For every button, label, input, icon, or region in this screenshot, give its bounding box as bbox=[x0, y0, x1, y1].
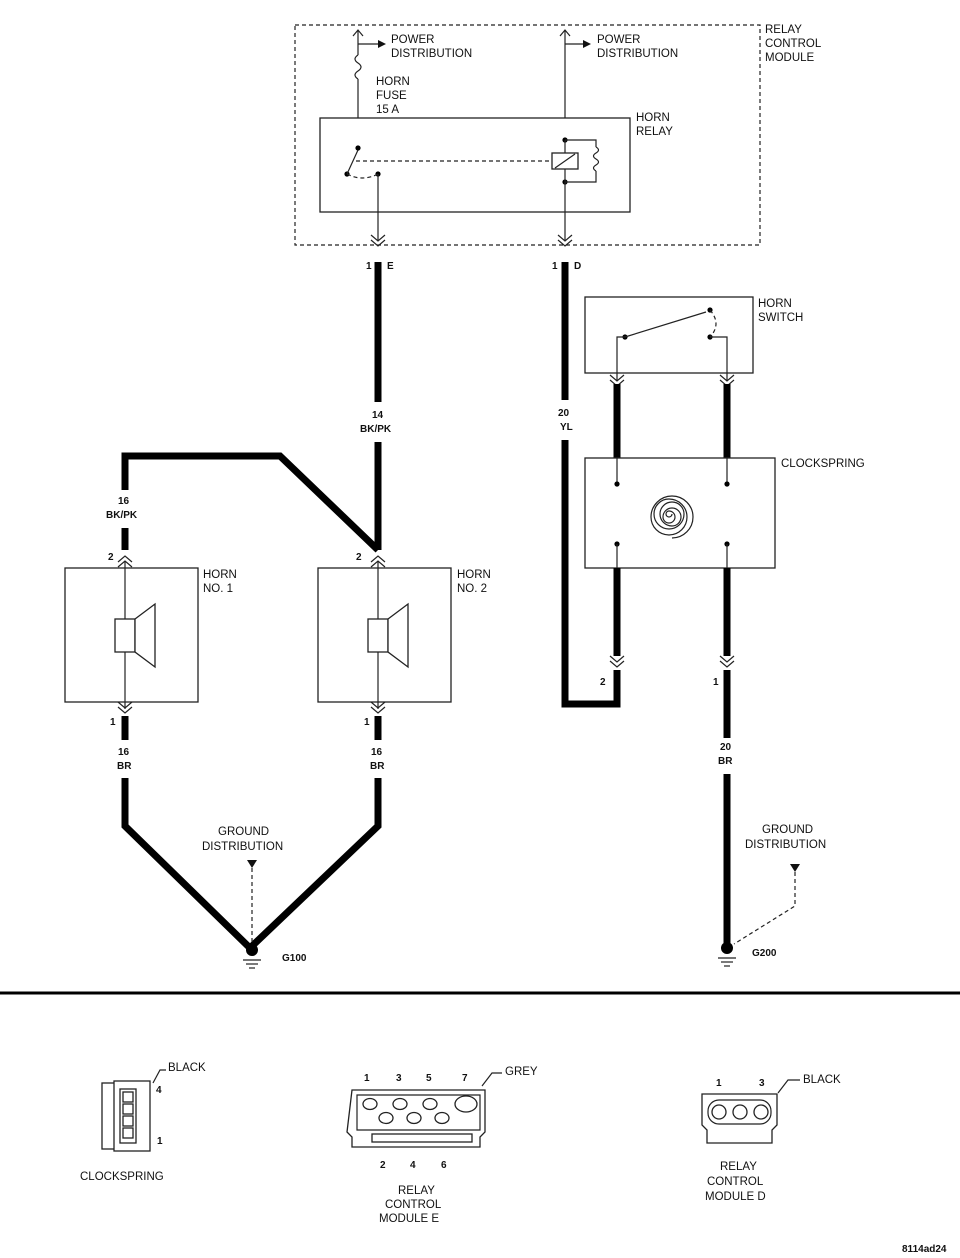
rcm-d-conn-color: BLACK bbox=[803, 1074, 841, 1086]
rcm-e-top-pin-3: 3 bbox=[396, 1073, 402, 1084]
wire-20-br: 20 BR bbox=[718, 670, 733, 946]
horn-relay-label-2: RELAY bbox=[636, 126, 673, 138]
horn-relay-switch-contacts bbox=[344, 145, 552, 240]
horn-1-pin-bottom: 1 bbox=[110, 717, 116, 728]
clockspring-conn-name: CLOCKSPRING bbox=[80, 1171, 164, 1183]
horn-switch-label-1: HORN bbox=[758, 298, 792, 310]
wire-16-br-2-gauge: 16 bbox=[371, 747, 383, 758]
rcm-e-letter: E bbox=[387, 261, 394, 272]
ground-dist-1-line1: GROUND bbox=[218, 826, 269, 838]
wire-20-br-gauge: 20 bbox=[720, 742, 732, 753]
g100-label: G100 bbox=[282, 953, 307, 964]
wire-20-yl-color: YL bbox=[560, 422, 573, 433]
horn-1-label-1: HORN bbox=[203, 569, 237, 581]
horn-2-speaker-icon bbox=[367, 602, 409, 669]
rcm-e-conn-color: GREY bbox=[505, 1066, 538, 1078]
horn-switch-connectors bbox=[609, 374, 735, 387]
rcm-d-top-pin-1: 1 bbox=[716, 1078, 722, 1089]
ground-g100: GROUND DISTRIBUTION G100 bbox=[202, 826, 307, 969]
ground-dist-2-line1: GROUND bbox=[762, 824, 813, 836]
horn-fuse-label-2: FUSE bbox=[376, 90, 407, 102]
rcm-e-bottom-pin-6: 6 bbox=[441, 1160, 447, 1171]
rcm-e-pin: 1 bbox=[366, 261, 372, 272]
relay-control-module-boundary bbox=[294, 24, 761, 246]
rcm-d-top-pin-3: 3 bbox=[759, 1078, 765, 1089]
rcm-e-top-pin-1: 1 bbox=[364, 1073, 370, 1084]
power-distribution-left: POWER DISTRIBUTION bbox=[352, 29, 472, 60]
wire-20-br-color: BR bbox=[718, 756, 733, 767]
figure-code: 8114ad24 bbox=[902, 1244, 947, 1255]
rcm-e-bottom-pin-4: 4 bbox=[410, 1160, 416, 1171]
horn-relay-label-1: HORN bbox=[636, 112, 670, 124]
wire-14-color: BK/PK bbox=[360, 424, 392, 435]
rcm-label-3: MODULE bbox=[765, 52, 815, 64]
wire-16-br-horn2: 16 BR bbox=[247, 716, 385, 951]
rcm-e-connector-view: 1 3 5 7 GREY 2 4 6 RELAY CONTROL MODULE … bbox=[346, 1066, 538, 1225]
horn-1-speaker-icon bbox=[114, 602, 156, 669]
g200-label: G200 bbox=[752, 948, 777, 959]
rcm-connector-d: 1 D bbox=[552, 234, 581, 272]
wire-16-bkpk-color: BK/PK bbox=[106, 510, 138, 521]
rcm-label-2: CONTROL bbox=[765, 38, 822, 50]
ground-dist-1-line2: DISTRIBUTION bbox=[202, 841, 283, 853]
wire-14-gauge: 14 bbox=[372, 410, 384, 421]
rcm-e-name-1: RELAY bbox=[398, 1185, 435, 1197]
wire-16-bkpk: 16 BK/PK bbox=[106, 452, 381, 553]
rcm-e-bottom-pin-2: 2 bbox=[380, 1160, 386, 1171]
wire-20-yl-gauge: 20 bbox=[558, 408, 570, 419]
horn-switch-contacts bbox=[616, 307, 728, 380]
clockspring-pin-2: 2 bbox=[600, 677, 606, 688]
rcm-d-letter: D bbox=[574, 261, 581, 272]
rcm-d-name-1: RELAY bbox=[720, 1161, 757, 1173]
rcm-d-pin: 1 bbox=[552, 261, 558, 272]
rcm-d-name-2: CONTROL bbox=[707, 1176, 764, 1188]
horn-fuse-label-3: 15 A bbox=[376, 104, 399, 116]
clockspring-conn-pin-bottom: 1 bbox=[157, 1136, 163, 1147]
wire-16-br-2-color: BR bbox=[370, 761, 385, 772]
wire-14-bkpk: 14 BK/PK bbox=[360, 262, 392, 550]
rcm-e-top-pin-7: 7 bbox=[462, 1073, 468, 1084]
horn-relay-coil bbox=[551, 137, 600, 240]
rcm-e-name-2: CONTROL bbox=[385, 1199, 442, 1211]
power-dist-left-line1: POWER bbox=[391, 34, 434, 46]
rcm-e-top-pin-5: 5 bbox=[426, 1073, 432, 1084]
wire-16-br-1-color: BR bbox=[117, 761, 132, 772]
wire-16-br-horn1: 16 BR bbox=[117, 716, 253, 951]
power-dist-right-line1: POWER bbox=[597, 34, 640, 46]
clockspring-coil-icon bbox=[650, 495, 694, 539]
horn-2-pin-top: 2 bbox=[356, 552, 362, 563]
horn-2-pin-bottom: 1 bbox=[364, 717, 370, 728]
rcm-d-name-3: MODULE D bbox=[705, 1191, 766, 1203]
horn-2-label-2: NO. 2 bbox=[457, 583, 487, 595]
ground-g200: GROUND DISTRIBUTION G200 bbox=[718, 824, 826, 967]
horn-1-pin-top: 2 bbox=[108, 552, 114, 563]
horn-switch-box bbox=[584, 296, 754, 374]
horn-fuse-label-1: HORN bbox=[376, 76, 410, 88]
clockspring-pin-1: 1 bbox=[713, 677, 719, 688]
horn-1-label-2: NO. 1 bbox=[203, 583, 233, 595]
wire-16-bkpk-gauge: 16 bbox=[118, 496, 130, 507]
wire-20-yl: 20 YL bbox=[558, 262, 621, 708]
rcm-label-1: RELAY bbox=[765, 24, 802, 36]
clockspring-connector-view: BLACK 4 1 CLOCKSPRING bbox=[80, 1062, 206, 1183]
clockspring-internal bbox=[614, 458, 730, 568]
rcm-d-connector-view: 1 3 BLACK RELAY CONTROL MODULE D bbox=[701, 1074, 841, 1203]
wire-16-br-1-gauge: 16 bbox=[118, 747, 130, 758]
power-dist-left-line2: DISTRIBUTION bbox=[391, 48, 472, 60]
clockspring-out-connectors: 2 1 bbox=[600, 655, 735, 688]
clockspring-label: CLOCKSPRING bbox=[781, 458, 865, 470]
rcm-e-name-3: MODULE E bbox=[379, 1213, 439, 1225]
horn-2-label-1: HORN bbox=[457, 569, 491, 581]
horn-relay-box bbox=[319, 117, 631, 213]
power-dist-right-line2: DISTRIBUTION bbox=[597, 48, 678, 60]
horn-switch-label-2: SWITCH bbox=[758, 312, 803, 324]
clockspring-conn-color: BLACK bbox=[168, 1062, 206, 1074]
rcm-connector-e: 1 E bbox=[366, 234, 394, 272]
clockspring-conn-pin-top: 4 bbox=[156, 1085, 162, 1096]
ground-dist-2-line2: DISTRIBUTION bbox=[745, 839, 826, 851]
